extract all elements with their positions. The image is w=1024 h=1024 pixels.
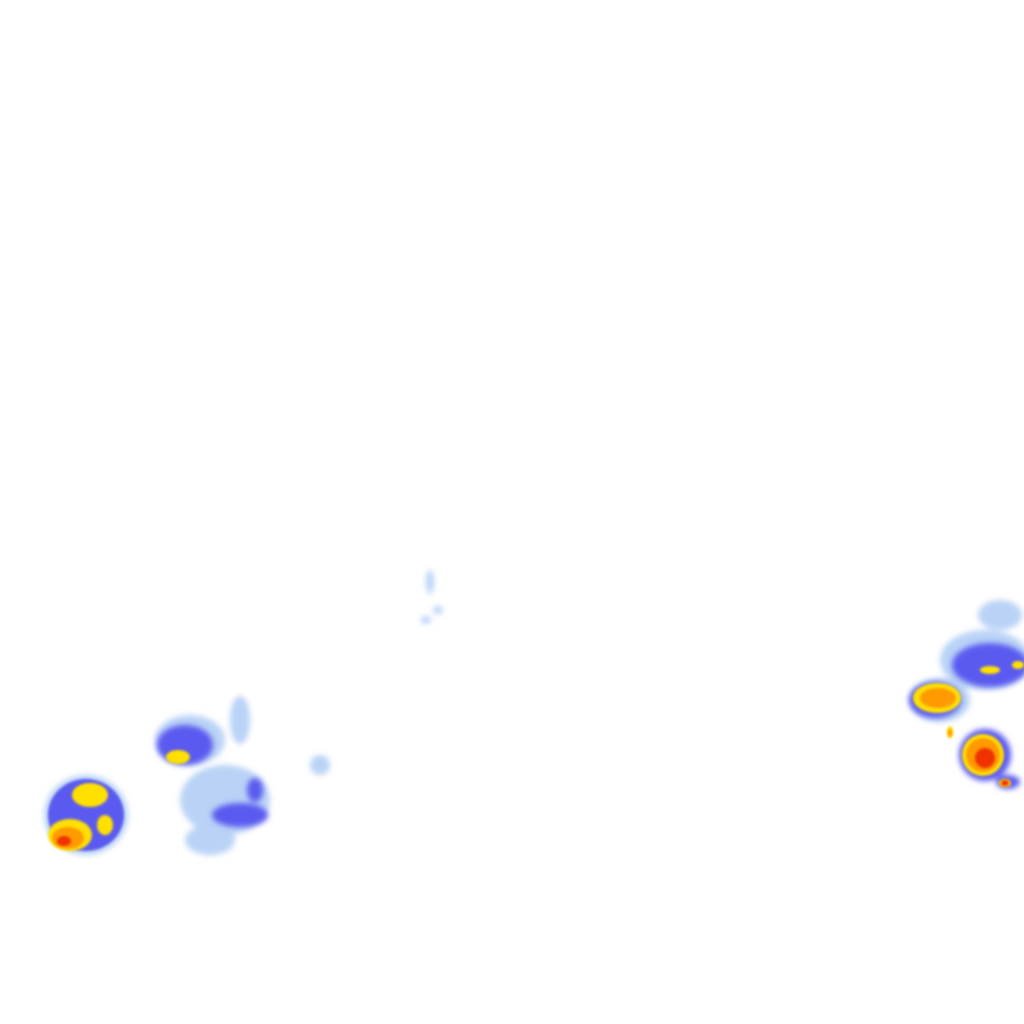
precip-light-area <box>433 606 443 614</box>
precip-light-area <box>421 616 431 624</box>
precip-light-area <box>185 825 235 855</box>
precip-medium-area <box>980 666 1000 674</box>
precip-light-area <box>978 600 1022 630</box>
precip-low-area <box>212 803 268 827</box>
precip-medium-area <box>72 783 108 807</box>
precip-low-area <box>247 778 263 802</box>
precip-low-area <box>952 643 1024 687</box>
precip-light-area <box>426 570 434 594</box>
precip-high-area <box>948 729 952 737</box>
precip-very-area <box>1001 780 1009 786</box>
cell-right-cluster <box>909 600 1024 789</box>
precip-medium-area <box>166 750 190 764</box>
cell-center-streak <box>421 570 443 624</box>
precip-light-area <box>310 755 330 775</box>
precip-light-area <box>230 696 250 744</box>
cell-left-central <box>155 696 330 855</box>
cell-far-left <box>44 775 128 855</box>
precip-medium-area <box>97 815 113 835</box>
precip-high-area <box>920 688 956 708</box>
precip-medium-area <box>1012 661 1024 669</box>
precip-very-area <box>57 836 71 846</box>
precip-very-area <box>975 748 995 768</box>
